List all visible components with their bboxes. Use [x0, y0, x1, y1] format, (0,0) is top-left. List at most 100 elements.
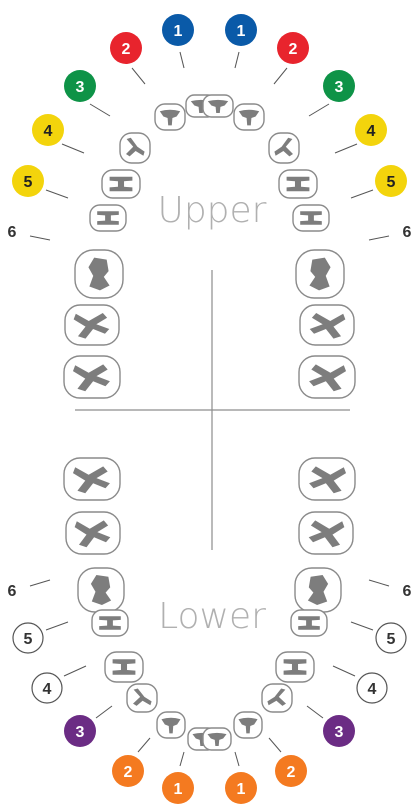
lower-right-tooth-number-1[interactable]: 1	[225, 752, 257, 804]
leader-line	[62, 144, 84, 153]
upper-left-tooth-6[interactable]	[75, 250, 123, 298]
leader-line	[351, 622, 373, 630]
upper-right-tooth-number-2[interactable]: 2	[274, 32, 309, 84]
upper-right-tooth-number-4[interactable]: 4	[335, 114, 387, 153]
tooth-number-text: 3	[335, 79, 344, 96]
lower-left-tooth-number-4[interactable]: 4	[32, 666, 86, 703]
leader-line	[46, 622, 68, 630]
upper-right-tooth-6[interactable]	[296, 250, 344, 298]
leader-line	[132, 68, 145, 84]
leader-line	[369, 236, 389, 240]
lower-right-tooth-4[interactable]	[291, 610, 327, 636]
leader-line	[180, 52, 184, 68]
lower-right-tooth-number-3[interactable]: 3	[307, 706, 355, 747]
lower-left-tooth-number-2[interactable]: 2	[112, 738, 150, 787]
lower-right-tooth-number-5[interactable]: 5	[351, 622, 406, 653]
lower-left-tooth-number-5[interactable]: 5	[13, 622, 68, 653]
leader-line	[90, 104, 110, 116]
upper-jaw-label: Upper	[157, 190, 266, 231]
leader-line	[333, 666, 355, 676]
lower-right-tooth-number-2[interactable]: 2	[269, 738, 307, 787]
upper-right-tooth-3[interactable]	[269, 133, 299, 163]
lower-left-tooth-5[interactable]	[105, 652, 143, 682]
upper-left-tooth-number-2[interactable]: 2	[110, 32, 145, 84]
tooth-number-text: 6	[403, 224, 412, 241]
leader-line	[96, 706, 112, 718]
upper-left-tooth-3[interactable]	[120, 133, 150, 163]
leader-line	[274, 68, 287, 84]
lower-jaw-label: Lower	[158, 596, 266, 637]
leader-line	[64, 666, 86, 676]
upper-left-tooth-number-5[interactable]: 5	[12, 165, 68, 198]
leader-line	[46, 190, 68, 198]
upper-right-tooth-number-6[interactable]: 6	[369, 224, 412, 241]
upper-right-tooth-2[interactable]	[234, 104, 264, 130]
lower-right-tooth-number-4[interactable]: 4	[333, 666, 387, 703]
leader-line	[235, 752, 239, 766]
upper-right-tooth-number-1[interactable]: 1	[225, 14, 257, 68]
leader-line	[309, 104, 329, 116]
upper-left-tooth-8[interactable]	[64, 356, 120, 398]
lower-left-tooth-1[interactable]	[64, 458, 120, 500]
tooth-number-text: 1	[237, 781, 246, 798]
upper-left-tooth-number-4[interactable]: 4	[32, 114, 84, 153]
upper-right-tooth-7[interactable]	[300, 305, 354, 345]
upper-left-tooth-4[interactable]	[102, 170, 140, 198]
tooth-number-text: 1	[174, 781, 183, 798]
tooth-number-text: 1	[174, 23, 183, 40]
tooth-number-text: 1	[237, 23, 246, 40]
lower-left-tooth-3[interactable]	[78, 568, 124, 612]
leader-line	[335, 144, 357, 153]
leader-line	[369, 580, 389, 586]
tooth-number-text: 6	[403, 583, 412, 600]
upper-right-tooth-number-5[interactable]: 5	[351, 165, 407, 198]
leader-line	[30, 580, 50, 586]
lower-right-tooth-1[interactable]	[299, 458, 355, 500]
lower-left-tooth-4[interactable]	[92, 610, 128, 636]
upper-left-tooth-7[interactable]	[65, 305, 119, 345]
tooth-number-text: 3	[76, 79, 85, 96]
upper-right-tooth-1[interactable]	[203, 95, 233, 117]
tooth-number-text: 4	[367, 123, 376, 140]
upper-left-tooth-5[interactable]	[90, 205, 126, 231]
leader-line	[351, 190, 373, 198]
tooth-number-text: 2	[124, 764, 133, 781]
tooth-number-text: 5	[24, 174, 33, 191]
lower-left-tooth-7[interactable]	[157, 712, 185, 738]
lower-right-tooth-3[interactable]	[295, 568, 341, 612]
upper-left-tooth-number-6[interactable]: 6	[8, 224, 50, 241]
lower-left-tooth-number-6[interactable]: 6	[8, 580, 50, 600]
tooth-number-text: 5	[387, 631, 396, 648]
tooth-number-text: 4	[43, 681, 52, 698]
lower-left-tooth-number-3[interactable]: 3	[64, 706, 112, 747]
lower-right-tooth-7[interactable]	[234, 712, 262, 738]
lower-right-tooth-6[interactable]	[262, 684, 292, 712]
lower-right-tooth-2[interactable]	[299, 512, 353, 554]
tooth-number-text: 5	[24, 631, 33, 648]
leader-line	[30, 236, 50, 240]
leader-line	[269, 738, 281, 752]
upper-left-tooth-number-1[interactable]: 1	[162, 14, 194, 68]
leader-line	[307, 706, 323, 718]
tooth-number-text: 4	[44, 123, 53, 140]
lower-right-tooth-8[interactable]	[203, 728, 231, 750]
upper-left-tooth-2[interactable]	[155, 104, 185, 130]
lower-left-tooth-6[interactable]	[127, 684, 157, 712]
tooth-number-text: 2	[289, 41, 298, 58]
upper-right-tooth-8[interactable]	[299, 356, 355, 398]
lower-right-tooth-number-6[interactable]: 6	[369, 580, 412, 600]
lower-left-tooth-2[interactable]	[66, 512, 120, 554]
upper-right-tooth-5[interactable]	[293, 205, 329, 231]
lower-left-tooth-number-1[interactable]: 1	[162, 752, 194, 804]
upper-right-tooth-number-3[interactable]: 3	[309, 70, 355, 116]
upper-left-tooth-number-3[interactable]: 3	[64, 70, 110, 116]
upper-right-tooth-4[interactable]	[279, 170, 317, 198]
tooth-number-text: 2	[122, 41, 131, 58]
tooth-number-text: 2	[287, 764, 296, 781]
lower-right-tooth-5[interactable]	[276, 652, 314, 682]
tooth-number-text: 3	[76, 724, 85, 741]
leader-line	[235, 52, 239, 68]
tooth-number-text: 6	[8, 583, 17, 600]
